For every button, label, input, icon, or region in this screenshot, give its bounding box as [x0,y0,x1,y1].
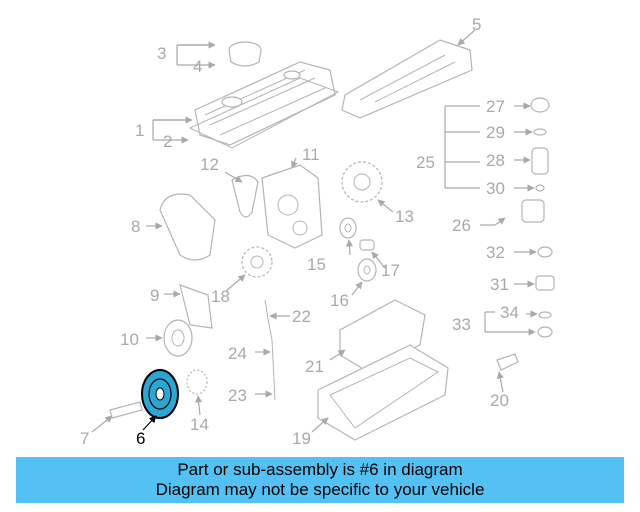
callout-30: 30 [486,179,505,198]
banner-line-2: Diagram may not be specific to your vehi… [155,480,485,499]
callout-4: 4 [193,57,202,76]
callout-2: 2 [163,132,172,151]
callout-8: 8 [131,217,140,236]
callout-7: 7 [80,429,89,448]
idler-part [359,239,375,251]
camshaft-sprocket-part [341,161,383,203]
filter-part-28 [531,147,549,175]
banner-line-1: Part or sub-assembly is #6 in diagram [177,460,463,479]
sensor-part-32 [537,246,553,258]
crankshaft-sprocket-part [241,246,273,278]
callout-9: 9 [150,286,159,305]
callout-24: 24 [228,344,247,363]
callout-22: 22 [292,307,311,326]
callout-26: 26 [452,216,471,235]
bracket-part-20 [496,353,519,371]
callout-15: 15 [307,255,326,274]
seal-part-34 [538,311,552,319]
pulley-part-6-highlighted[interactable] [141,369,179,419]
guide-roller-part [357,258,377,282]
valve-cover-gasket-part [188,77,340,149]
callout-25: 25 [416,153,435,172]
callout-10: 10 [120,330,139,349]
callout-19: 19 [292,429,311,448]
callout-18: 18 [211,287,230,306]
callout-23: 23 [228,386,247,405]
housing-part-26 [521,199,545,223]
seal-part-29 [533,128,547,136]
callout-32: 32 [486,243,505,262]
callout-27: 27 [486,97,505,116]
crank-gear-part [186,369,208,395]
callout-20: 20 [490,391,509,410]
plug-part-33 [537,326,553,338]
callout-29: 29 [486,123,505,142]
crank-bolt-part [109,401,143,419]
seal-flange-part [163,319,193,357]
callout-3: 3 [157,44,166,63]
callout-16: 16 [330,291,349,310]
callout-17: 17 [381,261,400,280]
valve-cover-part [194,61,336,146]
oil-pan-part [317,344,449,441]
dipstick-part [264,299,276,401]
callout-labels: 3 4 5 1 2 12 11 13 8 15 17 16 18 9 10 22… [80,15,519,448]
callout-34: 34 [500,303,519,322]
timing-belt-cover-part [159,193,216,261]
callout-33: 33 [452,315,471,334]
callout-28: 28 [486,151,505,170]
callout-21: 21 [305,357,324,376]
callout-5: 5 [472,15,481,34]
tensioner-pulley-part [339,217,357,239]
callout-11: 11 [302,145,320,164]
engine-top-cover-part [341,39,473,119]
timing-cover-part [261,164,323,249]
callout-12: 12 [200,155,219,174]
info-banner: Part or sub-assembly is #6 in diagram Di… [16,457,624,503]
timing-belt-upper-part [231,174,259,218]
seal-part-30 [535,184,545,192]
cap-part-27 [530,97,550,113]
callout-6-highlighted: 6 [136,429,145,448]
oil-filler-cap-part [228,41,262,67]
callout-31: 31 [490,275,509,294]
leader-lines [91,29,537,433]
callout-13: 13 [395,207,414,226]
cover-plate-part [179,284,213,329]
pump-part-31 [535,275,555,291]
callout-14: 14 [190,415,209,434]
callout-1: 1 [135,121,144,140]
